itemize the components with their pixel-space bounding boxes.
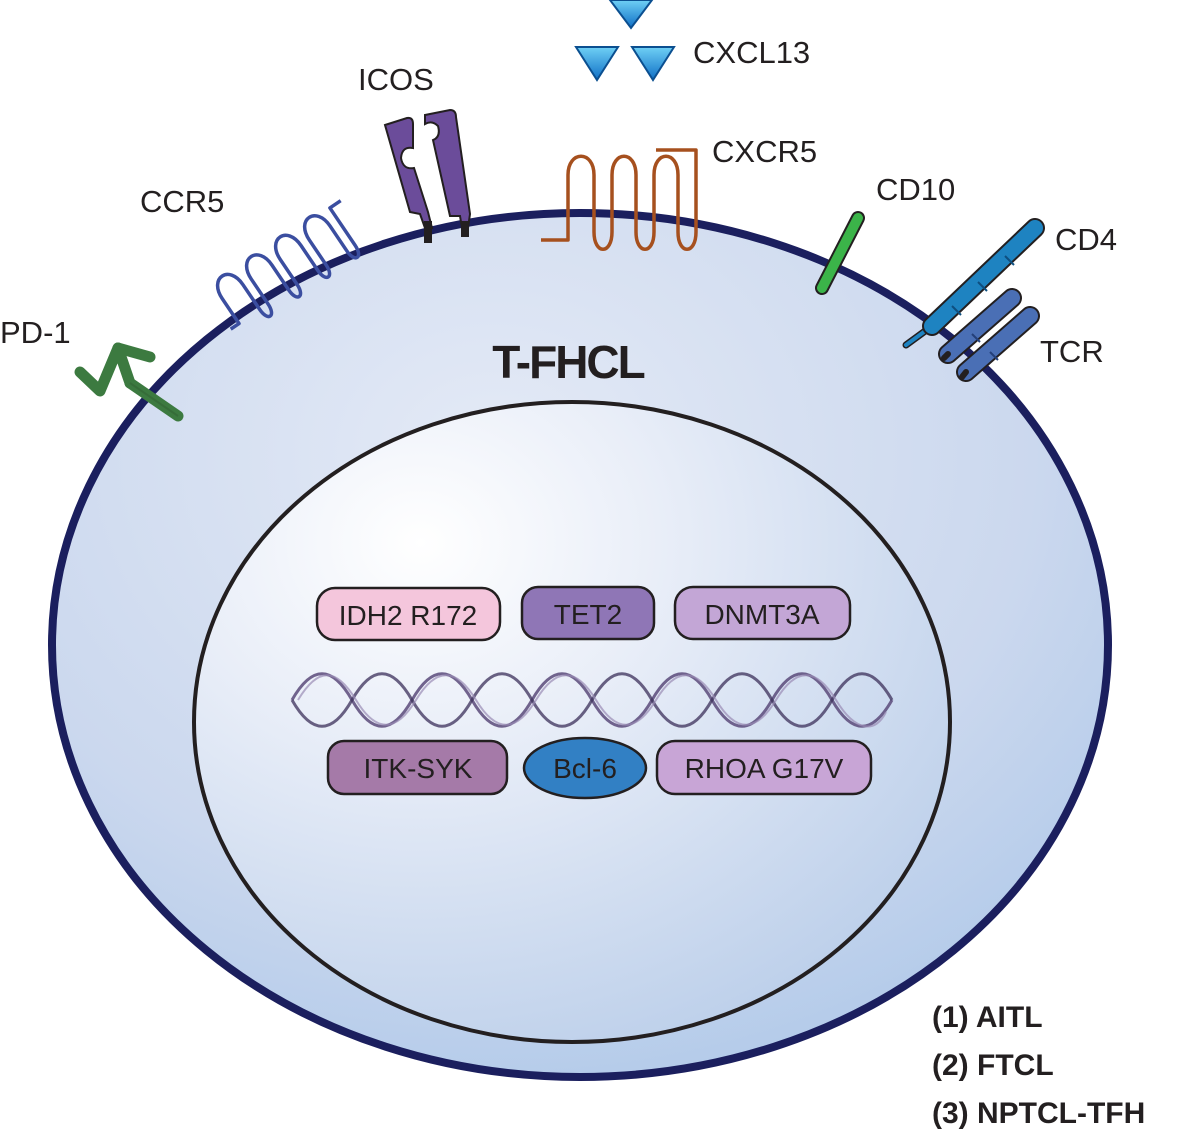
- cxcr5-label: CXCR5: [712, 134, 817, 169]
- gene-box-rhoa: RHOA G17V: [655, 739, 873, 796]
- ccr5-label: CCR5: [140, 184, 224, 219]
- cd10-marker-icon: [815, 211, 865, 295]
- icos-receptor-icon: [383, 108, 472, 243]
- gene-label-itk-syk: ITK-SYK: [364, 753, 473, 784]
- ccr5-receptor-icon: [215, 199, 361, 331]
- cd4-marker-icon: [902, 218, 1045, 349]
- cxcl13-chemokine-icon: [574, 0, 676, 82]
- gene-label-tet2: TET2: [554, 599, 622, 630]
- gene-label-bcl6: Bcl-6: [553, 753, 617, 784]
- dna-helix-icon: [290, 672, 894, 728]
- gene-box-bcl6: Bcl-6: [522, 736, 648, 800]
- gene-box-idh2: IDH2 R172: [315, 586, 502, 642]
- cxcl13-label: CXCL13: [693, 35, 810, 70]
- tcr-receptor-icon: [938, 288, 1040, 382]
- legend-item-ftcl: (2) FTCL: [932, 1049, 1054, 1082]
- cxcr5-receptor-icon: [541, 148, 698, 251]
- gene-label-rhoa: RHOA G17V: [685, 753, 844, 784]
- gene-box-dnmt3a: DNMT3A: [673, 585, 852, 641]
- gene-label-idh2: IDH2 R172: [339, 600, 478, 631]
- pd1-receptor-icon: [74, 342, 184, 422]
- legend-item-aitl: (1) AITL: [932, 1001, 1043, 1034]
- tcr-label: TCR: [1040, 334, 1104, 369]
- cd4-label: CD4: [1055, 222, 1117, 257]
- pd1-label: PD-1: [0, 315, 71, 350]
- gene-box-itk-syk: ITK-SYK: [326, 739, 509, 796]
- legend: (1) AITL (2) FTCL (3) NPTCL-TFH: [932, 1001, 1145, 1130]
- legend-item-nptcl-tfh: (3) NPTCL-TFH: [932, 1097, 1145, 1130]
- cd10-label: CD10: [876, 172, 955, 207]
- gene-label-dnmt3a: DNMT3A: [704, 599, 819, 630]
- icos-label: ICOS: [358, 62, 434, 97]
- cell-title: T-FHCL: [492, 336, 644, 388]
- gene-box-tet2: TET2: [520, 585, 656, 641]
